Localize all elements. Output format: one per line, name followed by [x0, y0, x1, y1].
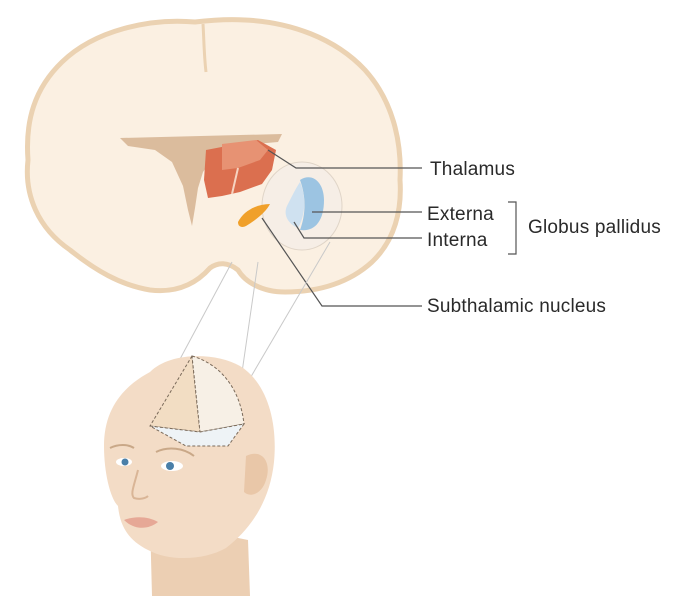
bracket-globus-pallidus	[508, 202, 516, 254]
thalamus-label: Thalamus	[430, 160, 515, 179]
subthalamic-nucleus-label: Subthalamic nucleus	[427, 297, 606, 316]
head-illustration	[104, 356, 275, 596]
right-iris	[166, 462, 174, 470]
globus-pallidus-label: Globus pallidus	[528, 218, 661, 237]
left-iris	[122, 459, 129, 466]
coronal-brain-section	[27, 20, 400, 292]
interna-label: Interna	[427, 231, 488, 250]
externa-label: Externa	[427, 205, 494, 224]
